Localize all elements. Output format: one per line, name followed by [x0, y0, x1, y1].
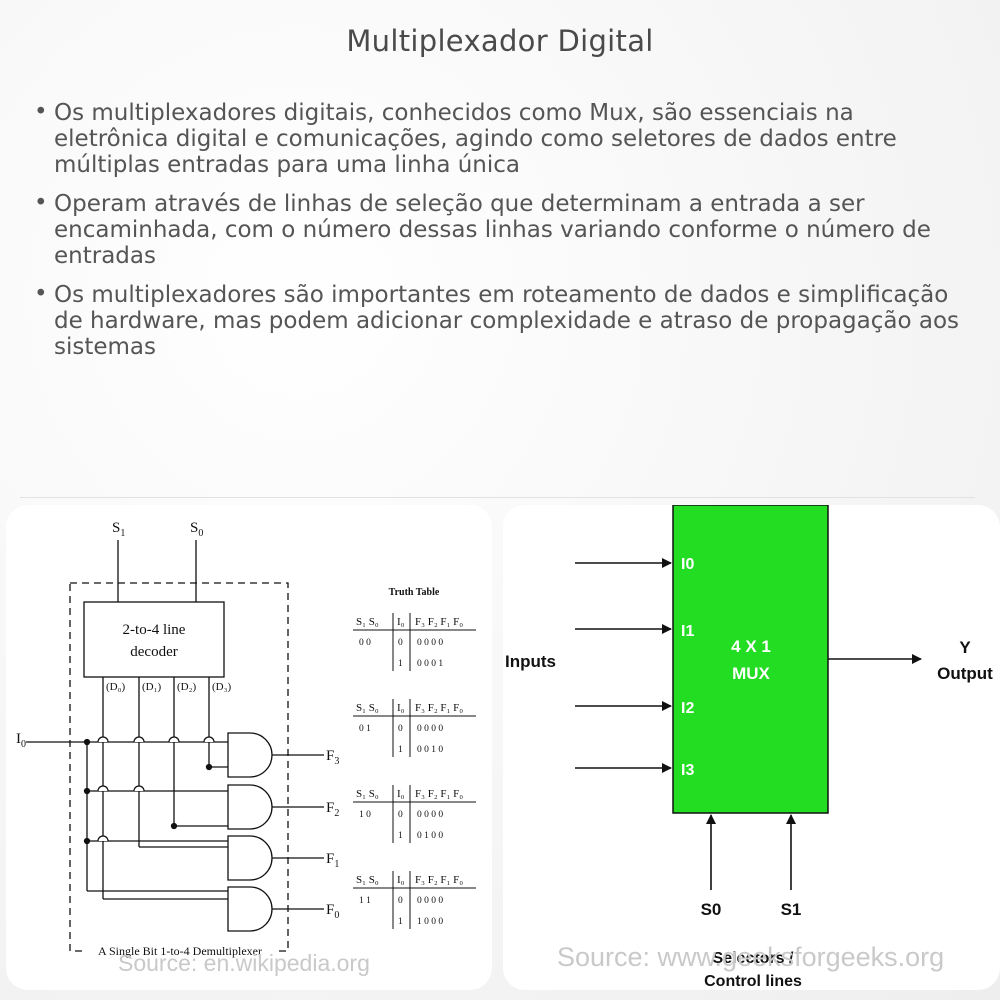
junction [83, 787, 91, 795]
bullet-marker: • [34, 190, 48, 216]
truth-cell-input: 0 [398, 810, 403, 820]
bullet-marker: • [34, 99, 48, 125]
truth-cell-input: 1 [398, 745, 403, 755]
truth-header-outputs: F₃ F₂ F₁ F₀ [415, 616, 463, 628]
demux-diagram-panel: S1 S0 2-to-4 line decoder (D₀) (D₁) (D₂)… [6, 505, 492, 990]
mux-diagram-panel: 4 X 1 MUX I0 I1 I2 I3 Inputs Y Output S0… [503, 505, 1000, 990]
truth-cell-outputs: 0 1 0 0 [417, 831, 443, 841]
selector-label-s0: S0 [701, 900, 722, 919]
demux-diagram: S1 S0 2-to-4 line decoder (D₀) (D₁) (D₂)… [16, 520, 476, 959]
and-gate-f0 [227, 886, 273, 932]
bullet-marker: • [34, 281, 48, 307]
truth-header-select: S₁ S₀ [356, 874, 379, 886]
selectors-label-2: Control lines [704, 973, 802, 990]
truth-header-select: S₁ S₀ [356, 616, 379, 628]
bullet-list: •Os multiplexadores digitais, conhecidos… [30, 99, 975, 373]
page-title: Multiplexador Digital [346, 24, 654, 58]
and-gate-f2 [227, 784, 273, 830]
input-i0-label: I0 [16, 731, 26, 750]
truth-cell-outputs: 0 0 0 0 [417, 638, 443, 648]
mux-label-1: 4 X 1 [731, 637, 771, 656]
decoder-label-2: decoder [130, 644, 177, 660]
input-label-i2: I2 [681, 700, 694, 717]
truth-header-input: I₀ [397, 616, 405, 628]
mux-diagram: 4 X 1 MUX I0 I1 I2 I3 Inputs Y Output S0… [505, 505, 993, 990]
truth-cell-outputs: 0 0 1 0 [417, 745, 443, 755]
truth-cell-select: 0 0 [359, 638, 371, 648]
decoder-output-d1: (D₁) [142, 681, 161, 693]
output-f2-label: F2 [326, 800, 339, 819]
junction [205, 763, 213, 771]
and-gate-f1 [227, 835, 273, 881]
truth-header-outputs: F₃ F₂ F₁ F₀ [415, 874, 463, 886]
truth-table-title: Truth Table [389, 587, 440, 598]
truth-header-input: I₀ [397, 702, 405, 714]
bullet-item: •Os multiplexadores digitais, conhecidos… [30, 99, 975, 178]
truth-cell-input: 0 [398, 638, 403, 648]
truth-cell-outputs: 1 0 0 0 [417, 917, 443, 927]
truth-cell-select: 1 0 [359, 810, 371, 820]
wire-crossings [97, 785, 145, 792]
output-y-label: Y [959, 638, 971, 657]
output-f0-label: F0 [326, 902, 339, 921]
wire-crossings [97, 736, 215, 743]
caption-bg [82, 943, 278, 959]
bullet-text: Os multiplexadores são importantes em ro… [54, 282, 960, 360]
source-credit-left: Source: en.wikipedia.org [118, 950, 370, 976]
bullet-text: Operam através de linhas de seleção que … [54, 191, 931, 269]
wire-crossings [97, 835, 109, 842]
truth-cell-outputs: 0 0 0 0 [417, 896, 443, 906]
truth-header-input: I₀ [397, 788, 405, 800]
truth-header-select: S₁ S₀ [356, 788, 379, 800]
truth-table: S₁ S₀ I₀ F₃ F₂ F₁ F₀ 0 0 0 0 0 0 0 1 0 0 0 1 S₁ … [353, 613, 476, 929]
mux-block [672, 505, 829, 814]
decoder-label-1: 2-to-4 line [123, 622, 186, 638]
truth-cell-input: 1 [398, 659, 403, 669]
select-s0-label: S0 [190, 520, 203, 539]
decoder-output-d0: (D₀) [106, 681, 125, 693]
truth-cell-input: 0 [398, 724, 403, 734]
selectors-label-1: Selectors / [713, 950, 794, 967]
truth-header-input: I₀ [397, 874, 405, 886]
diagram-caption: A Single Bit 1-to-4 Demultiplexer [98, 944, 262, 958]
input-label-i3: I3 [681, 762, 694, 779]
bullet-item: •Os multiplexadores são importantes em r… [30, 281, 975, 360]
output-f3-label: F3 [326, 748, 339, 767]
selector-label-s1: S1 [781, 900, 802, 919]
truth-header-outputs: F₃ F₂ F₁ F₀ [415, 788, 463, 800]
truth-cell-input: 0 [398, 896, 403, 906]
section-divider [20, 497, 975, 498]
truth-cell-select: 0 1 [359, 724, 371, 734]
truth-cell-outputs: 0 0 0 0 [417, 724, 443, 734]
bullet-item: •Operam através de linhas de seleção que… [30, 190, 975, 269]
mux-label-2: MUX [732, 664, 770, 683]
select-s1-label: S1 [112, 520, 125, 539]
truth-cell-outputs: 0 0 0 1 [417, 659, 443, 669]
truth-cell-input: 1 [398, 831, 403, 841]
and-gate-f3 [227, 732, 273, 778]
truth-cell-select: 1 1 [359, 896, 371, 906]
output-label: Output [937, 664, 993, 683]
decoder-output-d3: (D₃) [212, 681, 231, 693]
inputs-label: Inputs [505, 652, 556, 671]
junction [83, 837, 91, 845]
dashed-enclosure [69, 582, 289, 952]
truth-header-outputs: F₃ F₂ F₁ F₀ [415, 702, 463, 714]
decoder-output-d2: (D₂) [177, 681, 196, 693]
truth-header-select: S₁ S₀ [356, 702, 379, 714]
junction [170, 822, 178, 830]
truth-cell-outputs: 0 0 0 0 [417, 810, 443, 820]
truth-cell-input: 1 [398, 917, 403, 927]
bullet-text: Os multiplexadores digitais, conhecidos … [54, 100, 897, 178]
source-credit-right: Source: www.geeksforgeeks.org [557, 942, 945, 972]
input-label-i1: I1 [681, 623, 694, 640]
output-f1-label: F1 [326, 851, 339, 870]
input-label-i0: I0 [681, 556, 694, 573]
decoder-block [83, 601, 225, 678]
